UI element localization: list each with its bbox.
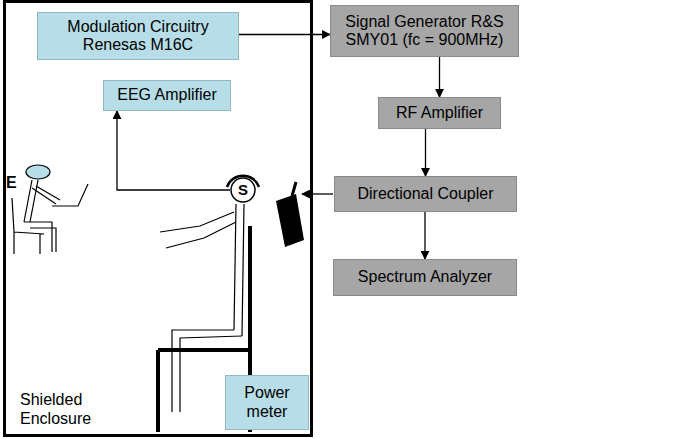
- instrument-box: Directional Coupler: [334, 176, 517, 212]
- subject-head: S: [230, 177, 256, 203]
- mobile-phone: [276, 194, 304, 247]
- subject-torso: [234, 204, 244, 336]
- signal-arrow: [439, 57, 440, 97]
- signal-arrow: [424, 212, 425, 259]
- instrument-box: RF Amplifier: [378, 97, 501, 129]
- box-label: EEG Amplifier: [117, 86, 217, 104]
- box-label: Signal Generator R&S SMY01 (fc = 900MHz): [338, 13, 511, 50]
- circle-shape: [231, 178, 255, 202]
- chair-leg: [156, 350, 160, 432]
- process-box: Power meter: [225, 375, 309, 430]
- chair-seat: [158, 348, 250, 352]
- shielded-enclosure: Modulation Circuitry Renesas M16C EEG Amp…: [3, 0, 313, 437]
- subject-arms: [160, 212, 236, 248]
- enclosure-label: Shielded Enclosure: [20, 391, 102, 428]
- phone-antenna: [292, 182, 296, 196]
- process-box: EEG Amplifier: [103, 80, 231, 111]
- box-label: Spectrum Analyzer: [358, 268, 492, 286]
- subject-letter: S: [238, 181, 248, 198]
- box-label: Directional Coupler: [357, 185, 493, 203]
- experimenter-arms: [32, 186, 60, 204]
- experimenter-head: [26, 165, 50, 179]
- experimenter-chair: [12, 198, 44, 254]
- instrument-box: Spectrum Analyzer: [333, 259, 517, 296]
- signal-arrow: [117, 111, 230, 190]
- box-label: RF Amplifier: [396, 104, 483, 122]
- rf-feed-arrow: [302, 193, 333, 194]
- person-letter: E: [6, 174, 17, 192]
- experimenter-figure: [12, 165, 88, 254]
- laptop: [52, 184, 88, 206]
- signal-arrow: [239, 34, 330, 35]
- process-box: Modulation Circuitry Renesas M16C: [37, 12, 239, 60]
- instrument-box: Signal Generator R&S SMY01 (fc = 900MHz): [330, 5, 519, 57]
- box-label: Modulation Circuitry Renesas M16C: [45, 18, 231, 55]
- box-label: Power meter: [233, 384, 301, 421]
- signal-arrow: [425, 129, 426, 176]
